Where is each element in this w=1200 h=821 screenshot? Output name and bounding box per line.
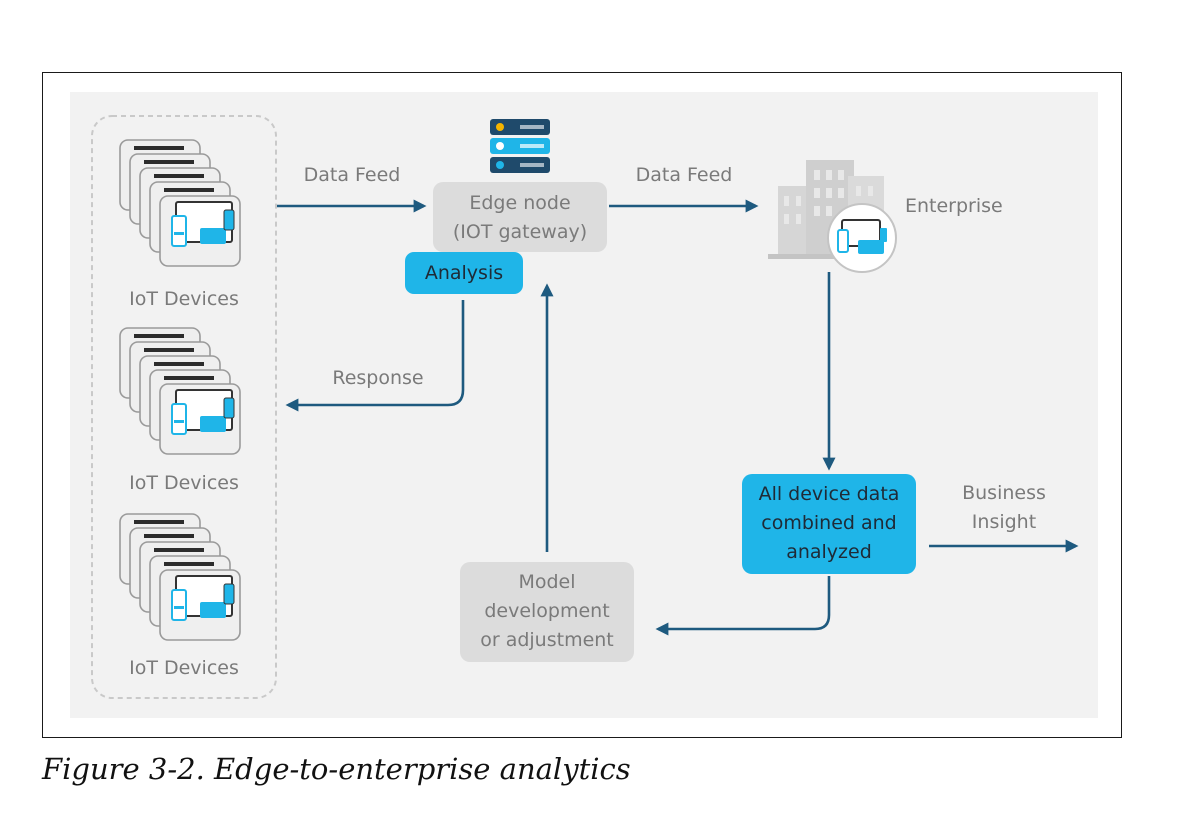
combined-to-model-arrow <box>655 576 831 636</box>
edge-node-line2: (IOT gateway) <box>453 221 587 243</box>
edge-node-line1: Edge node <box>469 192 570 214</box>
model-line3: or adjustment <box>480 629 614 651</box>
data-feed-left-label: Data Feed <box>304 164 401 186</box>
server-icon <box>490 119 550 173</box>
enterprise-label: Enterprise <box>905 195 1003 217</box>
combined-analysis-box <box>742 474 916 574</box>
iot-device-stack-3 <box>119 513 241 641</box>
iot-devices-label-1: IoT Devices <box>129 288 239 310</box>
iot-devices-label-2: IoT Devices <box>129 472 239 494</box>
model-box <box>460 562 634 662</box>
iot-device-stack-2 <box>119 327 241 455</box>
iot-device-group <box>91 115 277 699</box>
response-arrow <box>285 300 465 412</box>
combined-line2: combined and <box>761 512 897 534</box>
edge-node-box <box>433 182 607 252</box>
figure-frame <box>42 72 1122 738</box>
business-insight-line1: Business <box>962 482 1046 504</box>
iot-device-stack-1 <box>119 139 241 267</box>
combined-line1: All device data <box>759 483 900 505</box>
iot-devices-label-3: IoT Devices <box>129 657 239 679</box>
combined-line3: analyzed <box>786 541 872 563</box>
analysis-box <box>405 252 523 294</box>
response-label: Response <box>332 367 423 389</box>
model-line1: Model <box>518 571 575 593</box>
business-insight-line2: Insight <box>972 511 1036 533</box>
model-line2: development <box>484 600 609 622</box>
figure-caption: Figure 3-2. Edge-to-enterprise analytics <box>42 752 631 786</box>
enterprise-building-icon <box>768 160 897 273</box>
analysis-label: Analysis <box>425 262 503 284</box>
data-feed-right-label: Data Feed <box>636 164 733 186</box>
